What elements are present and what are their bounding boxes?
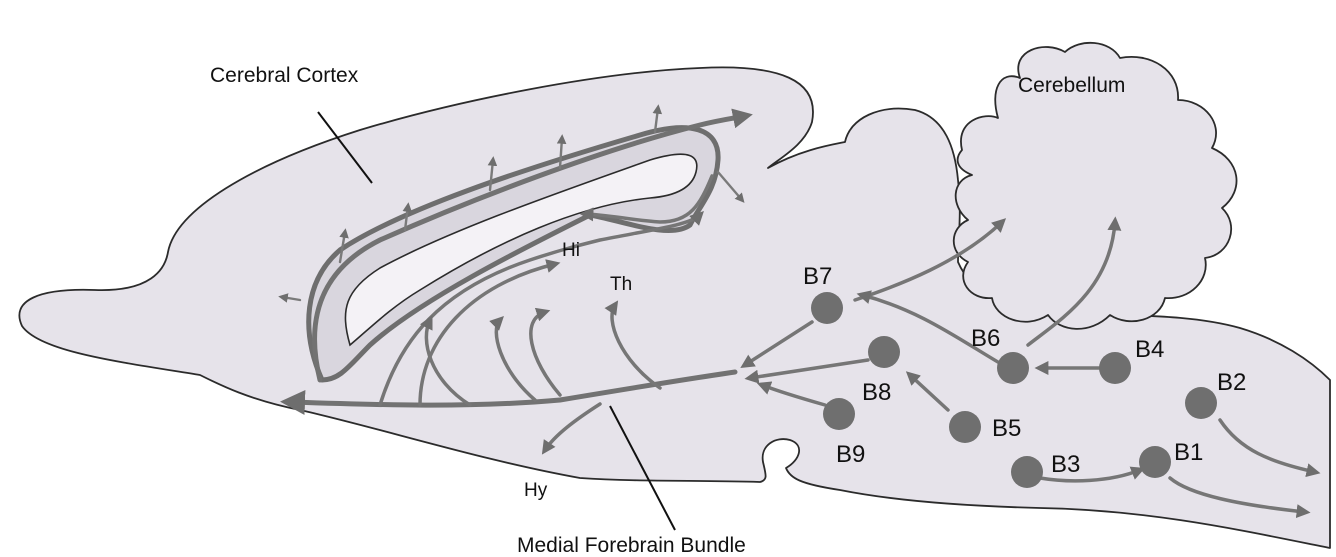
label-cerebral-cortex: Cerebral Cortex [210, 64, 359, 87]
label-hypothalamus: Hy [524, 480, 548, 501]
label-b4: B4 [1135, 336, 1164, 363]
nucleus-b3 [1011, 456, 1043, 488]
nucleus-b8 [868, 336, 900, 368]
label-medial-forebrain-bundle: Medial Forebrain Bundle [517, 534, 746, 557]
label-b3: B3 [1051, 451, 1080, 478]
label-cerebellum: Cerebellum [1018, 74, 1125, 97]
nucleus-b2 [1185, 387, 1217, 419]
label-b6: B6 [971, 325, 1000, 352]
label-b7: B7 [803, 263, 832, 290]
label-hippocampus: Hi [562, 240, 580, 261]
label-b8: B8 [862, 379, 891, 406]
label-thalamus: Th [610, 274, 632, 295]
nucleus-b5 [949, 411, 981, 443]
nucleus-b9 [823, 398, 855, 430]
label-b1: B1 [1174, 439, 1203, 466]
label-b5: B5 [992, 415, 1021, 442]
nucleus-b7 [811, 292, 843, 324]
nucleus-b6 [997, 352, 1029, 384]
label-b2: B2 [1217, 369, 1246, 396]
nucleus-b4 [1099, 352, 1131, 384]
nucleus-b1 [1139, 446, 1171, 478]
label-b9: B9 [836, 441, 865, 468]
